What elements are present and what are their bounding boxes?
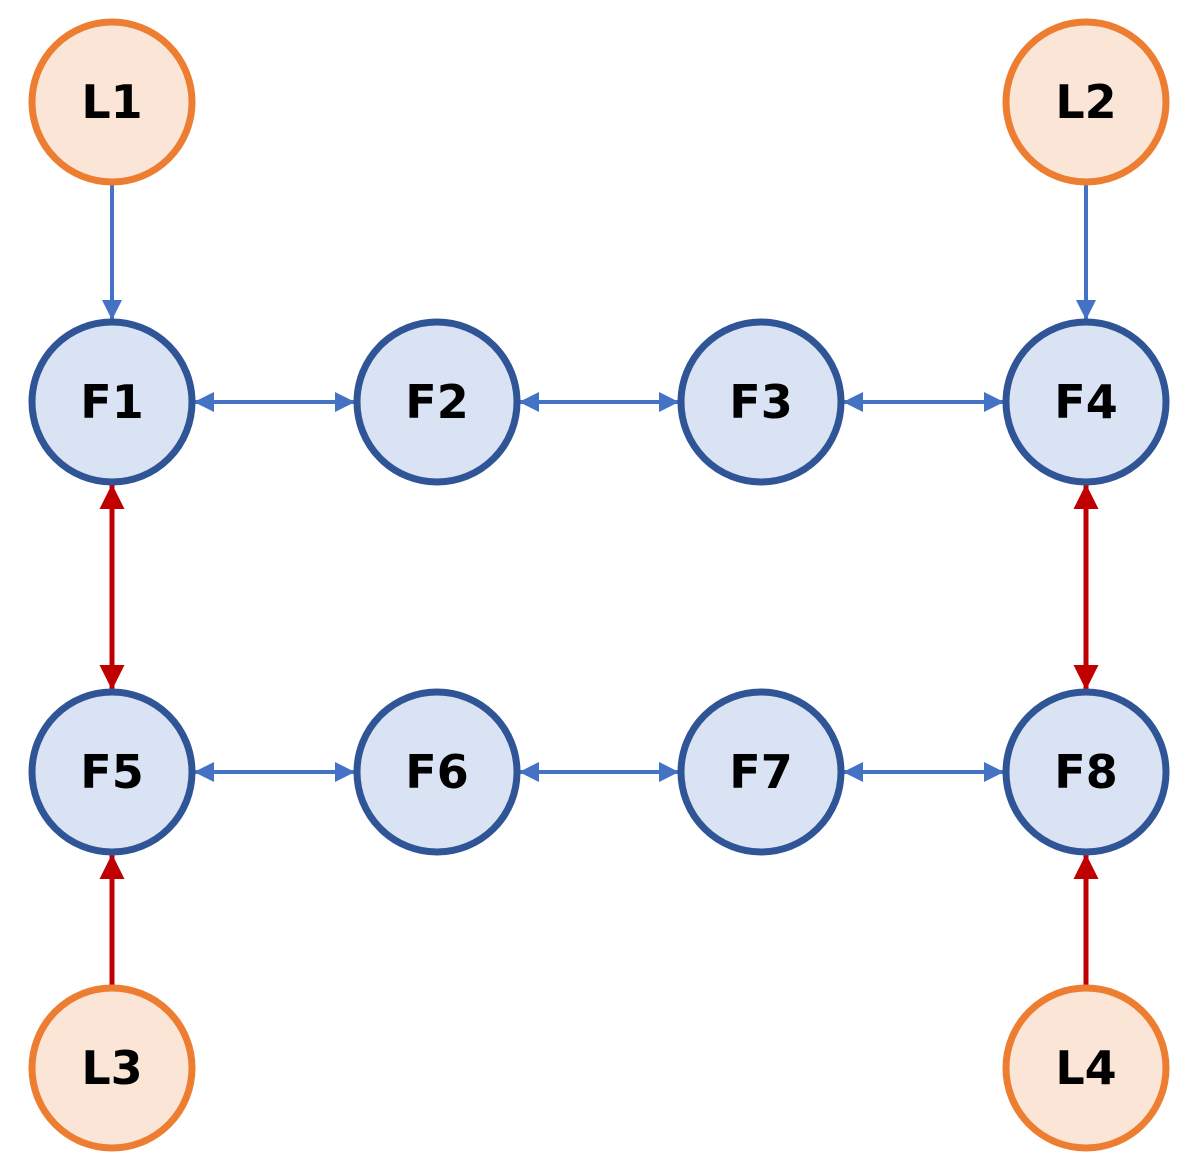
node-f1: F1 [28,318,196,486]
node-circle-f6 [353,688,521,856]
node-circle-f7 [677,688,845,856]
node-label-f6: F6 [405,745,468,799]
node-label-f1: F1 [80,375,143,429]
edges [99,184,1099,986]
node-circle-l3 [28,984,196,1152]
node-f7: F7 [677,688,845,856]
node-label-l1: L1 [81,75,142,129]
node-label-l4: L4 [1055,1041,1116,1095]
node-l2: L2 [1002,18,1170,186]
node-f6: F6 [353,688,521,856]
node-l4: L4 [1002,984,1170,1152]
node-f5: F5 [28,688,196,856]
node-circle-f2 [353,318,521,486]
node-label-f8: F8 [1054,745,1117,799]
node-f4: F4 [1002,318,1170,486]
node-circle-l1 [28,18,196,186]
node-label-f7: F7 [729,745,792,799]
node-circle-f5 [28,688,196,856]
node-circle-f1 [28,318,196,486]
node-f2: F2 [353,318,521,486]
node-circle-l2 [1002,18,1170,186]
node-label-f4: F4 [1054,375,1117,429]
node-f3: F3 [677,318,845,486]
node-circle-l4 [1002,984,1170,1152]
node-circle-f3 [677,318,845,486]
node-l3: L3 [28,984,196,1152]
node-label-f5: F5 [80,745,143,799]
node-l1: L1 [28,18,196,186]
node-f8: F8 [1002,688,1170,856]
node-label-l2: L2 [1055,75,1116,129]
node-circle-f4 [1002,318,1170,486]
node-label-l3: L3 [81,1041,142,1095]
node-label-f3: F3 [729,375,792,429]
node-label-f2: F2 [405,375,468,429]
node-circle-f8 [1002,688,1170,856]
